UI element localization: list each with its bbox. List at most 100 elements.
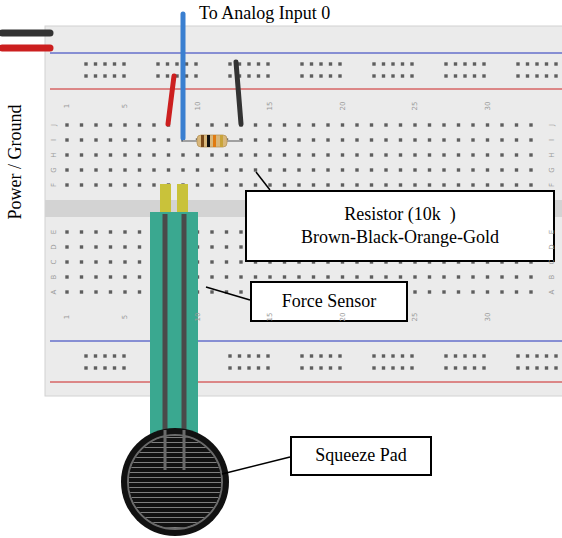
breadboard-hole [500, 138, 503, 141]
callout-text: Resistor (10k ) [344, 203, 456, 226]
breadboard-hole [526, 366, 529, 369]
breadboard-hole [535, 74, 538, 77]
breadboard-hole [84, 62, 87, 65]
breadboard-hole [225, 260, 228, 263]
leader-line [206, 287, 250, 300]
breadboard-hole [413, 275, 416, 278]
sensor-trace [182, 214, 187, 440]
breadboard-hole [413, 183, 416, 186]
breadboard-hole [65, 290, 68, 293]
breadboard-hole [428, 275, 431, 278]
breadboard-hole [372, 62, 375, 65]
breadboard-hole [65, 168, 68, 171]
breadboard-hole [300, 74, 303, 77]
breadboard-hole [268, 138, 271, 141]
breadboard-hole [103, 62, 106, 65]
breadboard-hole [529, 183, 532, 186]
breadboard-hole [152, 183, 155, 186]
breadboard-hole [268, 275, 271, 278]
sensor-trace [164, 430, 167, 470]
row-letter: C [50, 260, 58, 265]
breadboard-hole [463, 354, 466, 357]
breadboard-hole [257, 62, 260, 65]
row-letter: D [548, 244, 556, 249]
breadboard-hole [370, 153, 373, 156]
resistor-band [207, 135, 210, 147]
row-letter: I [50, 139, 58, 141]
breadboard-hole [254, 275, 257, 278]
breadboard-hole [545, 354, 548, 357]
row-letter: E [548, 230, 556, 234]
breadboard-hole [486, 183, 489, 186]
breadboard-hole [103, 74, 106, 77]
breadboard-hole [152, 153, 155, 156]
breadboard-hole [338, 74, 341, 77]
breadboard-hole [283, 138, 286, 141]
breadboard-hole [399, 153, 402, 156]
breadboard-hole [94, 62, 97, 65]
rail-line-blue [50, 341, 562, 342]
breadboard-hole [486, 138, 489, 141]
breadboard-hole [239, 245, 242, 248]
breadboard-hole [80, 230, 83, 233]
breadboard-hole [326, 153, 329, 156]
breadboard-hole [329, 354, 332, 357]
breadboard-hole [471, 290, 474, 293]
breadboard-hole [113, 74, 116, 77]
breadboard-hole [65, 275, 68, 278]
breadboard-hole [94, 354, 97, 357]
breadboard-hole [113, 62, 116, 65]
breadboard-hole [382, 366, 385, 369]
breadboard-hole [338, 354, 341, 357]
breadboard-hole [526, 354, 529, 357]
breadboard-hole [382, 62, 385, 65]
breadboard-hole [326, 123, 329, 126]
breadboard-hole [109, 183, 112, 186]
breadboard-hole [225, 168, 228, 171]
breadboard-hole [529, 275, 532, 278]
breadboard-hole [123, 153, 126, 156]
breadboard-hole [109, 153, 112, 156]
breadboard-hole [444, 74, 447, 77]
breadboard-hole [210, 123, 213, 126]
breadboard-hole [382, 354, 385, 357]
breadboard-hole [482, 366, 485, 369]
breadboard-hole [535, 354, 538, 357]
breadboard-hole [515, 290, 518, 293]
breadboard-hole [471, 183, 474, 186]
breadboard-hole [473, 366, 476, 369]
breadboard-hole [122, 62, 125, 65]
breadboard-hole [482, 354, 485, 357]
breadboard-hole [500, 168, 503, 171]
breadboard-hole [268, 183, 271, 186]
breadboard-hole [297, 275, 300, 278]
breadboard-hole [384, 153, 387, 156]
breadboard-hole [80, 153, 83, 156]
breadboard-hole [138, 275, 141, 278]
breadboard-hole [399, 168, 402, 171]
callout-box: Squeeze Pad [290, 436, 432, 476]
breadboard-hole [300, 62, 303, 65]
breadboard-hole [310, 366, 313, 369]
breadboard-hole [463, 74, 466, 77]
breadboard-hole [372, 366, 375, 369]
breadboard-hole [413, 153, 416, 156]
breadboard-hole [239, 168, 242, 171]
breadboard-hole [138, 183, 141, 186]
breadboard-hole [410, 62, 413, 65]
breadboard-hole [167, 153, 170, 156]
row-letter: F [50, 183, 58, 187]
breadboard-hole [355, 123, 358, 126]
breadboard-hole [471, 153, 474, 156]
breadboard-hole [80, 123, 83, 126]
breadboard-hole [355, 138, 358, 141]
breadboard-hole [486, 168, 489, 171]
column-number: 25 [411, 313, 419, 322]
breadboard-hole [283, 183, 286, 186]
breadboard-hole [300, 354, 303, 357]
breadboard-hole [516, 62, 519, 65]
resistor-band [213, 135, 216, 147]
sensor-strip [174, 212, 198, 442]
